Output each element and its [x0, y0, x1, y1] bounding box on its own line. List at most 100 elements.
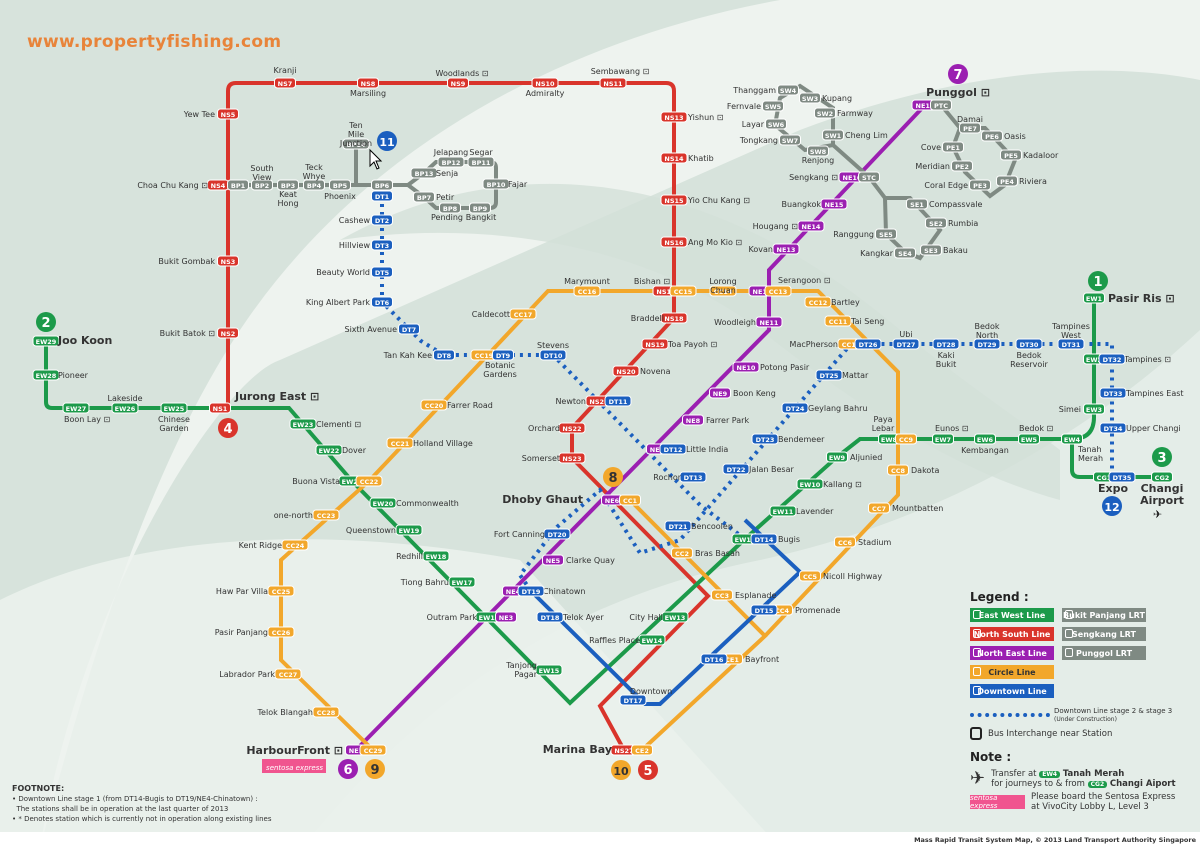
lrt_stations-station[interactable]: PTC — [930, 99, 952, 111]
stations-station[interactable]: DT1 — [371, 190, 393, 202]
stations-station[interactable]: CC29 — [359, 744, 387, 756]
stations-station[interactable]: DT14 — [750, 533, 778, 545]
stations-station[interactable]: CC22 — [355, 475, 383, 487]
stations-station[interactable]: CC15 — [669, 285, 697, 297]
stations-station[interactable]: CC13 — [764, 285, 792, 297]
stations-station[interactable]: CC9 — [895, 433, 917, 445]
stations-station[interactable]: DT26 — [854, 338, 882, 350]
stations-station[interactable]: DT9 — [492, 349, 514, 361]
lrt_stations-station[interactable]: BP6 — [371, 179, 393, 191]
lrt_stations-station[interactable]: BP1 — [227, 179, 249, 191]
stations-station[interactable]: DT32 — [1098, 353, 1126, 365]
stations-station[interactable]: DT11 — [604, 395, 632, 407]
stations-station[interactable]: DT12 — [659, 443, 687, 455]
stations-station[interactable]: DT16 — [700, 653, 728, 665]
